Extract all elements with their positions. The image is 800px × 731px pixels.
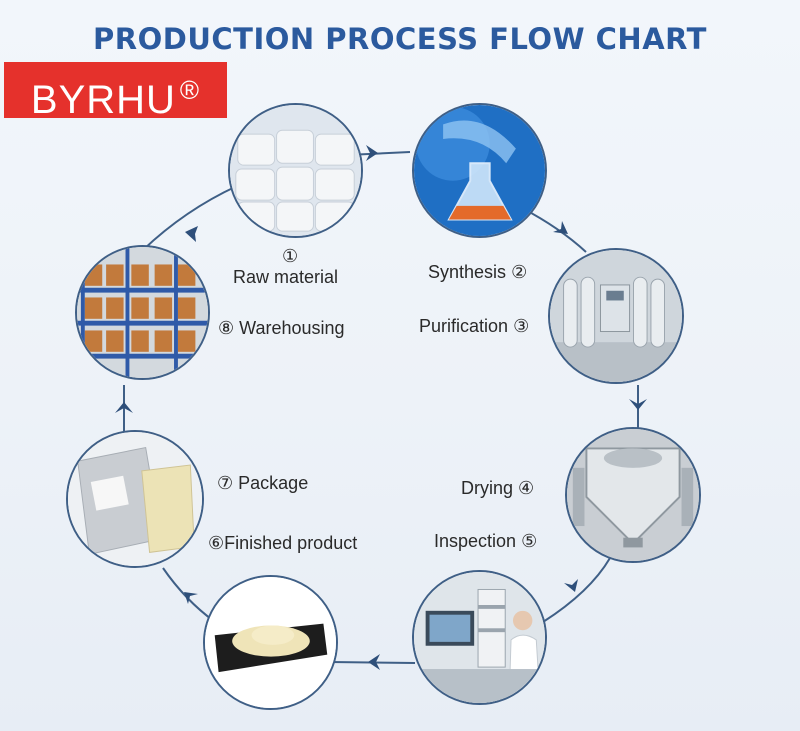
arrow-icon — [115, 402, 133, 413]
lab-inspection-icon — [414, 572, 545, 703]
inspection-photo — [412, 570, 547, 705]
purification-equipment-icon — [550, 250, 682, 382]
purification-photo — [548, 248, 684, 384]
arrow-icon — [629, 399, 647, 410]
step-text: Finished product — [224, 533, 358, 553]
step-label-package: ⑦ Package — [217, 473, 308, 494]
step-label-raw-material: Raw material — [233, 267, 339, 287]
arrow-icon — [184, 592, 198, 604]
arrow-icon — [366, 145, 378, 161]
step-number-2: ② — [511, 262, 528, 282]
step-text: Inspection — [434, 531, 517, 551]
step-label-drying: Drying ④ — [461, 478, 534, 499]
drying-machine-icon — [567, 429, 699, 561]
step-number-1: ① — [282, 246, 299, 266]
step-text: Warehousing — [239, 318, 345, 338]
package-photo — [66, 430, 204, 568]
arrow-icon — [368, 654, 380, 670]
step-number-6: ⑥ — [208, 533, 225, 553]
arrow-icon — [553, 221, 568, 234]
step-text: Drying — [461, 478, 514, 498]
raw-material-photo — [228, 103, 363, 238]
powder-plate-icon — [205, 577, 336, 708]
step-number-8: ⑧ — [218, 318, 235, 338]
step-number-5: ⑤ — [521, 531, 538, 551]
step-label-warehousing: ⑧ Warehousing — [218, 318, 345, 339]
step-text: Purification — [419, 316, 509, 336]
finished-product-photo — [203, 575, 338, 710]
brand-logo: BYRHU® — [4, 62, 227, 122]
step-number-7: ⑦ — [217, 473, 234, 493]
warehousing-photo — [75, 245, 210, 380]
arrow-icon — [185, 226, 198, 242]
step-number-3: ③ — [513, 316, 530, 336]
step-label-inspection: Inspection ⑤ — [434, 531, 537, 552]
foil-bags-icon — [68, 432, 202, 566]
page-title: PRODUCTION PROCESS FLOW CHART — [93, 22, 707, 56]
registered-mark: ® — [179, 75, 201, 105]
synthesis-photo — [412, 103, 547, 238]
warehouse-shelves-icon — [77, 247, 208, 378]
step-label-synthesis: Synthesis ② — [428, 262, 527, 283]
brand-name: BYRHU — [30, 78, 176, 122]
step-text: Package — [238, 473, 309, 493]
arrow-icon — [564, 579, 578, 592]
step-label-purification: Purification ③ — [419, 316, 529, 337]
step-label-finished-product: ⑥Finished product — [208, 533, 357, 554]
drying-photo — [565, 427, 701, 563]
lab-flask-icon — [414, 105, 545, 236]
raw-material-bags-icon — [230, 105, 361, 236]
step-number-4: ④ — [518, 478, 535, 498]
step-text: Synthesis — [428, 262, 507, 282]
